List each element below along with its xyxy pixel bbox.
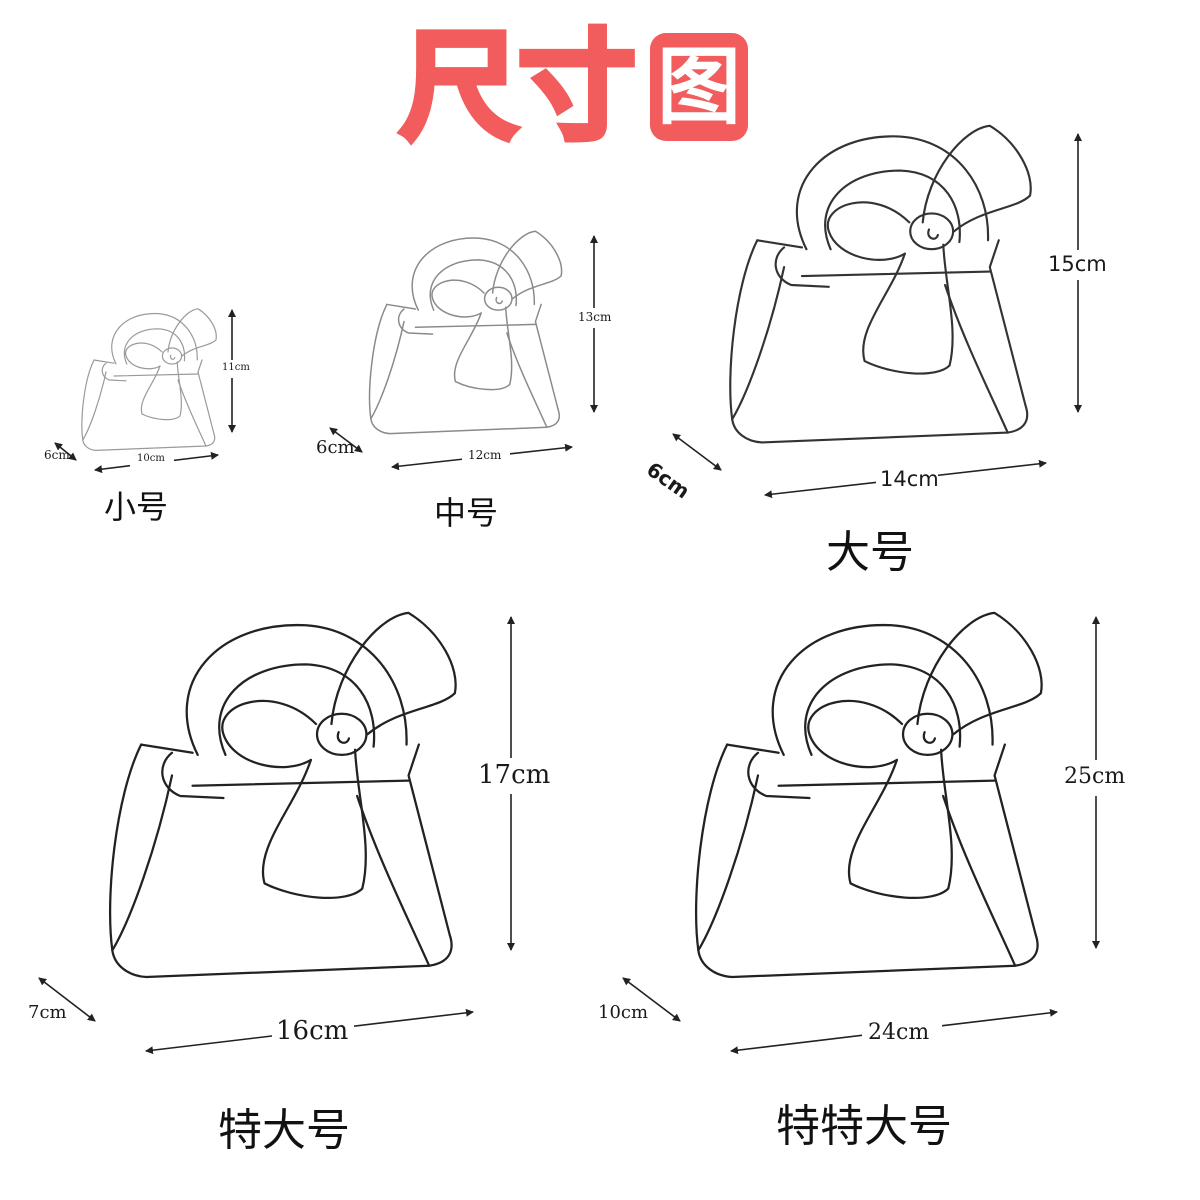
medium-depth-label: 6cm: [316, 437, 355, 458]
xl-height-label: 17cm: [478, 760, 551, 790]
small-height-label: 11cm: [222, 362, 250, 373]
xxl-depth-label: 10cm: [598, 1002, 649, 1023]
title-text: 尺寸: [397, 18, 639, 156]
bag-xl: [100, 604, 460, 992]
large-depth-line: [672, 433, 722, 471]
small-depth-label: 6cm: [44, 448, 70, 462]
size-name-large: 大号: [826, 527, 914, 578]
xl-width-label: 16cm: [276, 1016, 349, 1046]
title-badge: 图: [650, 33, 749, 141]
xxl-height-label: 25cm: [1064, 764, 1126, 789]
medium-depth-line: [329, 427, 363, 453]
xl-depth-label: 7cm: [28, 1002, 67, 1023]
bag-xxl: [686, 604, 1046, 992]
bag-xl-drawing: [108, 611, 457, 979]
page-title: 尺寸 图: [397, 18, 770, 156]
bag-xxl-drawing: [694, 611, 1043, 979]
xxl-width-label: 24cm: [868, 1020, 930, 1045]
small-depth-line: [54, 442, 77, 461]
size-name-medium: 中号: [434, 494, 499, 532]
size-name-xl: 特大号: [218, 1105, 350, 1156]
medium-width-label: 12cm: [468, 448, 502, 462]
title-badge-text: 图: [657, 38, 742, 136]
size-name-xxl: 特特大号: [776, 1101, 952, 1152]
size-name-small: 小号: [104, 488, 169, 526]
xl-depth-line: [38, 977, 96, 1022]
bag-medium: [364, 228, 564, 442]
small-width-label: 10cm: [137, 453, 165, 464]
bag-large-drawing: [729, 124, 1032, 444]
large-width-label: 14cm: [880, 467, 939, 491]
large-height-label: 15cm: [1048, 252, 1107, 276]
bag-medium-drawing: [368, 230, 563, 435]
medium-height-label: 13cm: [578, 310, 612, 324]
bag-large: [720, 124, 1036, 450]
xxl-depth-line: [622, 977, 681, 1022]
